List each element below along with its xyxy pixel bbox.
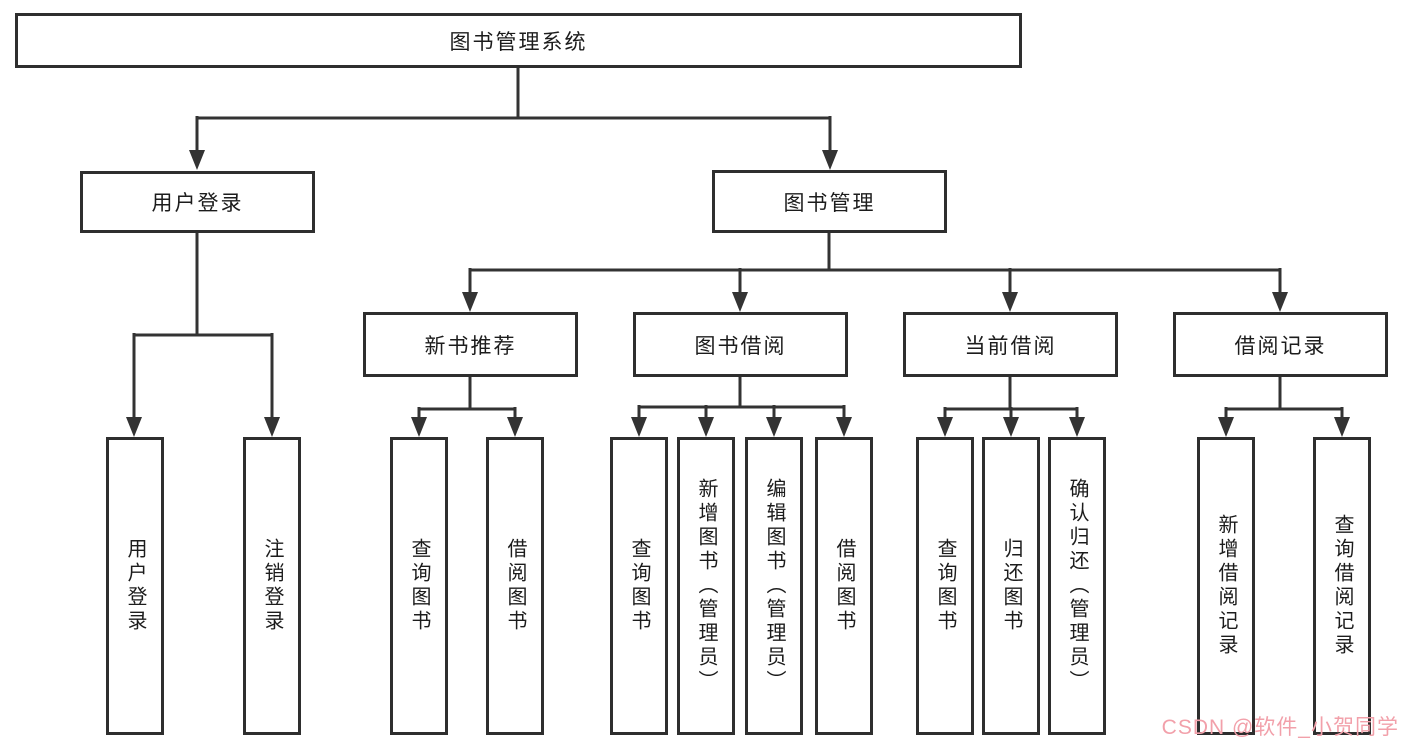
node-leaf-query-borrow-record: 查询借阅记录: [1313, 437, 1371, 735]
node-leaf-borrow-books: 借阅图书: [815, 437, 873, 735]
node-book-management: 图书管理: [712, 170, 947, 233]
node-leaf-user-login: 用户登录: [106, 437, 164, 735]
node-user-login: 用户登录: [80, 171, 315, 233]
node-leaf-return-books: 归还图书: [982, 437, 1040, 735]
node-leaf-query-books: 查询图书: [610, 437, 668, 735]
node-leaf-add-borrow-record: 新增借阅记录: [1197, 437, 1255, 735]
node-new-book-recommend: 新书推荐: [363, 312, 578, 377]
node-leaf-query-books: 查询图书: [390, 437, 448, 735]
node-leaf-confirm-return-admin: 确认归还（管理员）: [1048, 437, 1106, 735]
node-leaf-logout: 注销登录: [243, 437, 301, 735]
arrowheads: [126, 150, 1350, 437]
node-leaf-query-books: 查询图书: [916, 437, 974, 735]
node-leaf-borrow-books: 借阅图书: [486, 437, 544, 735]
node-book-borrow: 图书借阅: [633, 312, 848, 377]
node-leaf-edit-books-admin: 编辑图书（管理员）: [745, 437, 803, 735]
node-leaf-add-books-admin: 新增图书（管理员）: [677, 437, 735, 735]
node-borrow-records: 借阅记录: [1173, 312, 1388, 377]
node-root-title: 图书管理系统: [15, 13, 1022, 68]
node-current-borrow: 当前借阅: [903, 312, 1118, 377]
csdn-watermark: CSDN @软件_小贺同学: [1161, 716, 1399, 739]
